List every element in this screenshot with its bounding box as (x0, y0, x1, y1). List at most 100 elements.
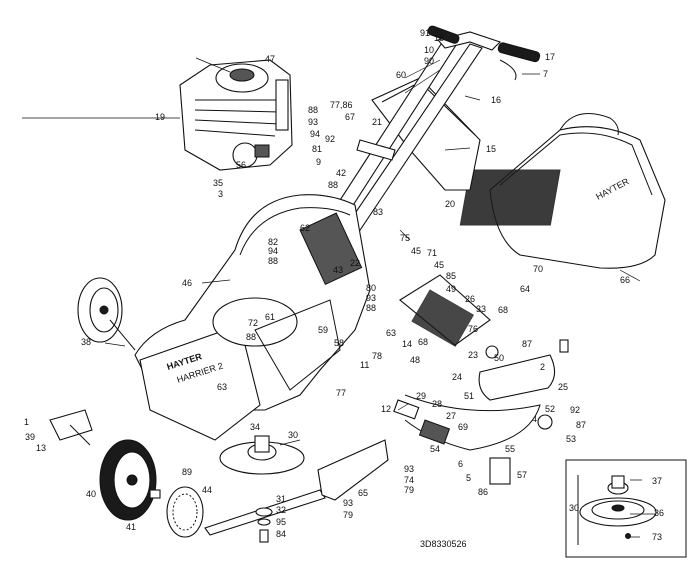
blade-assembly (204, 435, 389, 543)
label-15: 15 (486, 144, 496, 154)
label-73: 73 (652, 532, 662, 542)
label-88e: 88 (246, 332, 256, 342)
label-28: 28 (432, 399, 442, 409)
label-63b: 63 (217, 382, 227, 392)
label-13: 13 (36, 443, 46, 453)
label-25: 25 (558, 382, 568, 392)
grass-box: HAYTER (459, 113, 666, 269)
label-90: 90 (424, 56, 434, 66)
label-87b: 87 (576, 420, 586, 430)
label-49: 49 (446, 284, 456, 294)
label-17: 17 (545, 52, 555, 62)
label-82: 82 (268, 237, 278, 247)
label-3: 3 (218, 189, 223, 199)
label-93d: 93 (343, 498, 353, 508)
leader-lines (22, 57, 655, 538)
label-45a: 45 (411, 246, 421, 256)
label-14: 14 (402, 339, 412, 349)
label-94b: 94 (268, 246, 278, 256)
label-81: 81 (312, 144, 322, 154)
engine (179, 59, 293, 171)
label-88a: 88 (308, 105, 318, 115)
label-21: 21 (372, 117, 382, 127)
label-52: 52 (545, 404, 555, 414)
label-71: 71 (427, 248, 437, 258)
label-93c: 93 (404, 464, 414, 474)
label-83: 83 (373, 207, 383, 217)
label-27: 27 (446, 411, 456, 421)
label-26: 26 (465, 294, 475, 304)
label-30: 30 (288, 430, 298, 440)
label-54: 54 (430, 444, 440, 454)
label-29: 29 (416, 391, 426, 401)
label-93b: 93 (366, 293, 376, 303)
label-43: 43 (333, 265, 343, 275)
label-78: 78 (372, 351, 382, 361)
mower-deck: HAYTER HARRIER 2 (134, 194, 371, 441)
label-41: 41 (126, 522, 136, 532)
label-68a: 68 (498, 305, 508, 315)
catalog-code: 3D8330526 (420, 539, 467, 549)
label-24: 24 (452, 372, 462, 382)
label-53: 53 (566, 434, 576, 444)
label-64: 64 (520, 284, 530, 294)
label-94a: 94 (310, 129, 320, 139)
label-87a: 87 (522, 339, 532, 349)
label-88c: 88 (268, 256, 278, 266)
front-wheel (49, 277, 136, 446)
label-38: 38 (81, 337, 91, 347)
label-44: 44 (202, 485, 212, 495)
label-22: 22 (350, 258, 360, 268)
label-35: 35 (213, 178, 223, 188)
label-5: 5 (466, 473, 471, 483)
label-72: 72 (248, 318, 258, 328)
label-74: 74 (404, 475, 414, 485)
label-93a: 93 (308, 117, 318, 127)
label-66: 66 (620, 275, 630, 285)
label-45b: 45 (434, 260, 444, 270)
label-85: 85 (446, 271, 456, 281)
label-47: 47 (265, 54, 275, 64)
label-2: 2 (540, 362, 545, 372)
part-number-labels: 91 18 10 90 17 7 60 16 21 15 47 19 88 77… (24, 28, 664, 549)
label-56: 56 (236, 160, 246, 170)
label-60: 60 (396, 70, 406, 80)
label-63a: 63 (386, 328, 396, 338)
label-75: 75 (400, 233, 410, 243)
rear-wheel (99, 439, 204, 538)
label-46: 46 (182, 278, 192, 288)
label-76: 76 (468, 324, 478, 334)
label-16: 16 (491, 95, 501, 105)
label-20: 20 (445, 199, 455, 209)
label-30-inset: 30 (569, 503, 579, 513)
label-89: 89 (182, 467, 192, 477)
label-32: 32 (276, 505, 286, 515)
label-7: 7 (543, 69, 548, 79)
label-68b: 68 (418, 337, 428, 347)
label-70: 70 (533, 264, 543, 274)
label-11: 11 (360, 360, 369, 370)
label-57: 57 (517, 470, 527, 480)
inset-box (565, 459, 687, 558)
rear-drive (393, 274, 569, 485)
label-79b: 79 (343, 510, 353, 520)
label-19: 19 (155, 112, 165, 122)
label-61: 61 (265, 312, 275, 322)
label-51: 51 (464, 391, 474, 401)
label-84: 84 (276, 529, 286, 539)
label-88d: 88 (366, 303, 376, 313)
label-37: 37 (652, 476, 662, 486)
label-65: 65 (358, 488, 368, 498)
label-31: 31 (276, 494, 286, 504)
label-9: 9 (316, 157, 321, 167)
label-55: 55 (505, 444, 515, 454)
label-1: 1 (24, 417, 29, 427)
label-62: 62 (300, 223, 310, 233)
label-33: 33 (476, 304, 486, 314)
label-58: 58 (334, 338, 344, 348)
label-42: 42 (336, 168, 346, 178)
label-95: 95 (276, 517, 286, 527)
label-6: 6 (458, 459, 463, 469)
label-77-86: 77,86 (330, 100, 353, 110)
